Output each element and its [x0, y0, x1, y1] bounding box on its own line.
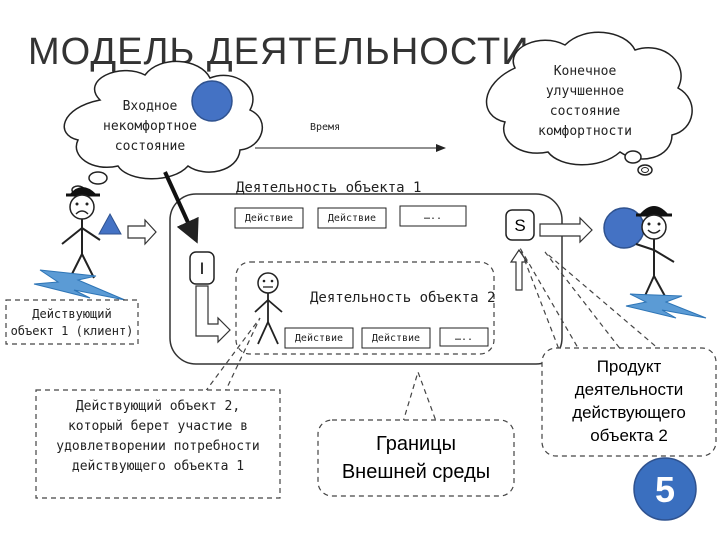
cloud-final: Конечное улучшенное состояние комфортнос… — [486, 31, 693, 176]
blue-triangle-icon — [98, 212, 122, 235]
cloud-final-line-2: улучшенное — [546, 84, 624, 99]
activity-2-label: Деятельность объекта 2 — [310, 290, 495, 306]
lightning-right-icon — [625, 293, 707, 319]
environment-label-line-1: Границы — [376, 433, 456, 455]
activity-1-action-3-label: ….. — [424, 211, 442, 222]
lightning-left-icon — [33, 269, 126, 301]
activity-1-boundary — [169, 193, 563, 365]
marker-i-box — [189, 251, 215, 285]
activity-2-action-3 — [439, 327, 489, 347]
agent-1-figure — [61, 187, 101, 279]
agent-1-label-line-1: Действующий — [32, 307, 111, 321]
marker-i: I — [200, 259, 205, 278]
block-arrow-s-out — [539, 216, 593, 244]
product-label-line-1: Продукт — [597, 357, 662, 376]
activity-2-action-2-label: Действие — [372, 332, 420, 344]
input-arrow — [163, 171, 199, 244]
bent-arrow-i — [195, 285, 231, 344]
activity-1-action-1-label: Действие — [245, 212, 293, 224]
time-label: Время — [310, 122, 340, 133]
agent-2-label-line-3: удовлетворении потребности — [56, 439, 260, 454]
cloud-final-line-3: состояние — [550, 104, 621, 119]
cloud-input-line-2: некомфортное — [103, 119, 197, 134]
activity-2-boundary — [235, 261, 495, 355]
agent-2-label-line-4: действующего объекта 1 — [72, 459, 244, 474]
agent-2-label-box — [35, 389, 281, 499]
slide-number: 5 — [655, 469, 675, 510]
callout-pointers — [204, 247, 661, 433]
marker-s: S — [514, 216, 525, 235]
environment-label-box — [317, 419, 515, 497]
blue-circle-input — [191, 80, 233, 122]
cloud-final-line-4: комфортности — [538, 124, 632, 139]
page-title: МОДЕЛЬ ДЕЯТЕЛЬНОСТИ — [28, 31, 530, 73]
activity-2-action-1 — [284, 327, 354, 349]
activity-1-label: Деятельность объекта 1 — [236, 180, 421, 196]
product-label-line-2: деятельности — [575, 380, 683, 399]
activity-1-action-2-label: Действие — [328, 212, 376, 224]
slide-number-badge — [633, 457, 697, 521]
marker-s-box — [505, 209, 535, 241]
cloud-input: Входное некомфортное состояние — [63, 60, 263, 195]
activity-2-action-3-label: ….. — [455, 332, 473, 343]
agent-2-label-line-1: Действующий объект 2, — [76, 399, 240, 414]
agent-right-figure — [603, 206, 675, 299]
agent-2-figure — [254, 272, 283, 345]
activity-1-action-1 — [234, 207, 304, 229]
product-label-line-3: действующего — [572, 403, 686, 422]
activity-1-action-3 — [399, 205, 467, 227]
cloud-final-line-1: Конечное — [554, 64, 617, 79]
agent-right-hat — [640, 206, 668, 214]
product-label-box — [541, 347, 717, 457]
environment-label-line-2: Внешней среды — [342, 461, 490, 483]
product-label-line-4: объекта 2 — [590, 426, 668, 445]
activity-2-action-2 — [361, 327, 431, 349]
up-arrow-to-s — [509, 248, 529, 291]
cloud-input-line-1: Входное — [123, 99, 178, 114]
agent-1-label-line-2: объект 1 (клиент) — [11, 324, 134, 338]
cloud-input-line-3: состояние — [115, 139, 186, 154]
activity-2-action-1-label: Действие — [295, 332, 343, 344]
activity-1-action-2 — [317, 207, 387, 229]
agent-1-hat — [70, 187, 96, 194]
agent-1-label-box — [5, 299, 139, 345]
agent-2-label-line-2: который берет участие в — [68, 419, 248, 434]
block-arrow-agent1 — [127, 218, 157, 246]
